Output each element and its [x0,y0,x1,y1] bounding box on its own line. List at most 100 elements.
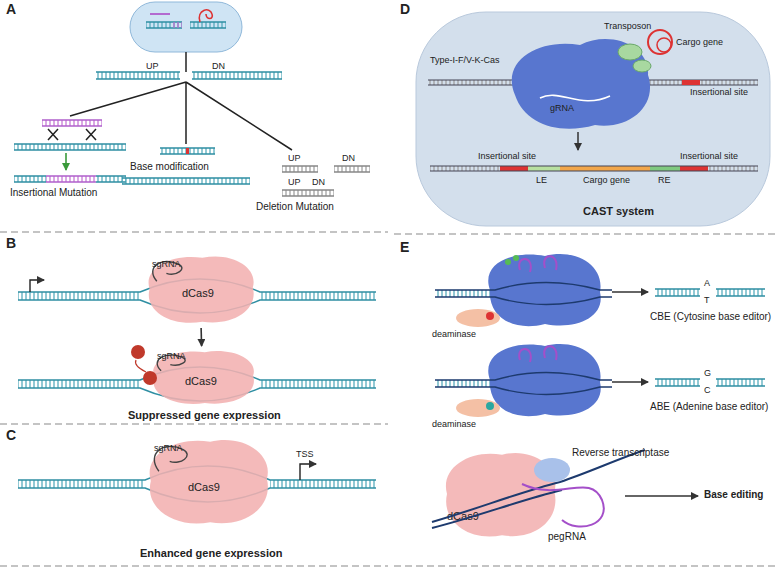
dna-strand-part [270,480,376,488]
panel-letter: C [6,428,16,442]
dna-strand-part [260,292,376,300]
dna-strand-part [18,480,145,488]
deletion-strands-part [282,166,370,172]
cast-cell-part [430,166,758,171]
part-label: RE [658,176,671,185]
cast-cell [416,12,770,226]
adenine-base-editor-part [456,399,500,417]
part-label: Cargo gene [676,38,723,47]
strand-label: DN [312,178,325,187]
rna-label: dCas9 [182,288,214,299]
panel-letter: D [400,2,410,16]
cast-cell-part [560,166,650,171]
cast-cell-part [528,166,560,171]
cytosine-base-editor-part [488,254,600,326]
dna-strand [18,279,376,401]
cast-cell-part [540,95,610,101]
cytosine-base-editor-part [486,312,494,320]
site-label: Insertional site [478,152,536,161]
dna-strand-part [96,72,180,79]
deletion-strands-part [282,166,318,172]
protein-shape [153,351,254,404]
dna-strand-part [192,72,282,79]
base-modification-strands-part [122,178,250,184]
strand-label: UP [288,178,301,187]
insertion-strands-part [65,153,67,170]
outcome-label: Base modification [130,162,209,172]
cast-cell-part [430,166,758,171]
separator [0,423,388,424]
cast-cell-part [682,80,700,85]
bacterial-cell-part [172,22,182,28]
adenine-base-editor-part [486,402,494,410]
process-arrow [625,495,698,497]
bacterial-cell-part [146,22,182,28]
site-label: TSS [296,450,314,459]
bacterial-cell-part [199,10,212,22]
cast-cell-part [618,44,642,60]
cast-cell-part [500,166,528,171]
separator [0,565,388,566]
rnap-part [143,371,157,385]
base-letter: C [704,386,711,395]
base-letter: A [704,279,710,288]
cast-cell-part [648,30,672,54]
dna-strand-part [18,292,140,300]
cast-cell-part [657,38,671,52]
separator [394,233,776,234]
insertion-strands-part [46,176,96,182]
insertion-strands-part [48,129,96,140]
panel-caption: Suppressed gene expression [128,410,281,421]
adenine-base-editor-part [612,381,648,383]
cast-cell-part [680,166,708,171]
insertion-strands [14,120,126,182]
cytosine-base-editor-part [435,290,495,297]
cytosine-base-editor-part [505,259,511,265]
insertion-strands-part [14,144,126,150]
dna-strand-part [192,72,282,79]
part-label: deaminase [432,330,476,339]
dna-strand-part [96,72,180,79]
base-letter: T [704,296,710,305]
cast-cell-part [650,166,680,171]
bacterial-cell-part [150,13,170,15]
insertion-strands-part [14,176,126,182]
adenine-base-editor-part [488,344,600,416]
cast-cell-part [577,132,579,150]
adenine-base-editor-part [435,373,612,395]
strand-label: DN [342,154,355,163]
part-label: deaminase [432,420,476,429]
dna-strand-part [300,464,316,480]
prime-editor-part [432,450,645,522]
cast-cell-part [512,39,650,129]
cytosine-base-editor-part [655,289,765,296]
outcome-label: Base editing [704,490,763,500]
bacterial-cell-part [146,22,182,28]
adenine-base-editor-part [655,379,765,386]
cytosine-base-editor-part [612,291,648,293]
adenine-base-editor-part [435,380,495,387]
cast-cell-part [416,12,770,226]
cytosine-base-editor-part [716,289,765,296]
rnap [131,345,157,385]
outcome-label: Insertional Mutation [10,188,97,198]
prime-editor [432,450,645,528]
adenine-base-editor-part [655,379,700,386]
base-modification-strands-part [122,178,250,184]
part-label: Reverse transcriptase [572,448,669,458]
bacterial-cell [130,2,242,52]
part-label: Transposon [604,22,651,31]
deletion-strands-part [334,166,370,172]
rna-label: sgRNA [154,444,183,453]
deletion-strands [282,166,370,196]
editor-label: ABE (Adenine base editor) [650,402,768,412]
rna-label: sgRNA [157,352,186,361]
bacterial-cell-part [190,22,226,28]
rnap-part [131,345,145,359]
base-modification-strands-part [186,148,189,154]
